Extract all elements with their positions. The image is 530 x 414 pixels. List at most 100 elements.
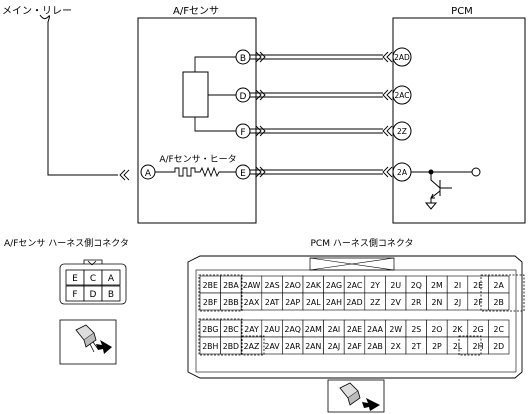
pcm-pin-label: 2AZ <box>244 342 260 351</box>
pcm-pin-label: 2O <box>431 325 442 334</box>
pcm-pin-group-outline <box>458 335 482 356</box>
af-conn-pin-a: A <box>108 274 115 284</box>
pin-a: A <box>140 164 156 180</box>
af-conn-pin-d: D <box>90 290 97 300</box>
pcm-pin-label: 2AU <box>264 325 280 334</box>
pcm-pin-label: 2I <box>454 281 461 290</box>
svg-text:2AD: 2AD <box>394 53 410 62</box>
pcm-pin-label: 2AS <box>264 281 279 290</box>
af-conn-pin-c: C <box>90 274 96 284</box>
af-heater-label: A/Fセンサ・ヒータ <box>159 154 236 165</box>
pcm-pin-label: 2AX <box>244 298 260 307</box>
af-harness-title: A/Fセンサ ハーネス側コネクタ <box>4 237 129 249</box>
pcm-pin-label: 2AL <box>306 298 321 307</box>
pcm-pin-2ad: 2AD <box>392 47 412 67</box>
af-sensor-box <box>137 17 257 224</box>
pcm-pin-label: 2BC <box>223 325 239 334</box>
pin-e: E <box>235 164 251 180</box>
af-sensor-title: A/Fセンサ <box>173 5 219 17</box>
pcm-pin-label: 2BH <box>202 342 218 351</box>
pcm-pin-group-outline <box>241 335 265 356</box>
pcm-pin-2a: 2A <box>392 162 412 182</box>
pcm-harness-title: PCM ハーネス側コネクタ <box>311 237 414 249</box>
svg-text:2A: 2A <box>397 168 408 177</box>
main-relay-label: メイン・リレー <box>2 6 72 17</box>
pcm-pin-label: 2AR <box>285 342 301 351</box>
pcm-pin-label: 2AN <box>305 342 321 351</box>
sensor-element <box>182 71 209 118</box>
pcm-pin-group-outline <box>198 274 243 312</box>
af-conn-pin-b: B <box>108 290 114 300</box>
pcm-pin-label: 2M <box>431 281 443 290</box>
pcm-pin-label: 2AY <box>244 325 259 334</box>
pcm-pin-2ac: 2AC <box>392 85 412 105</box>
pcm-pin-label: 2X <box>391 342 402 351</box>
pcm-pin-label: 2AE <box>347 325 362 334</box>
pin-b: B <box>235 49 251 65</box>
pcm-pin-label: 2L <box>453 342 463 351</box>
pcm-pin-label: 2K <box>452 325 463 334</box>
af-connector-view-icon <box>59 319 117 365</box>
pcm-pin-label: 2V <box>391 298 402 307</box>
pin-d: D <box>235 87 251 103</box>
pcm-pin-cell <box>488 292 510 311</box>
pcm-pin-label: 2P <box>432 342 442 351</box>
pcm-pin-label: 2E <box>473 281 483 290</box>
pcm-pin-label: 2AA <box>367 325 384 334</box>
pcm-pin-label: 2AQ <box>285 325 301 334</box>
pcm-pin-label: 2BD <box>223 342 239 351</box>
pcm-pin-label: 2BB <box>223 298 239 307</box>
pcm-pin-label: 2A <box>494 281 505 290</box>
pcm-pin-label: 2AK <box>306 281 322 290</box>
pcm-pin-label: 2Z <box>370 298 380 307</box>
driver-transistor <box>411 167 481 210</box>
pcm-pin-label: 2B <box>494 298 504 307</box>
af-conn-pin-f: F <box>72 290 77 300</box>
svg-text:B: B <box>240 54 246 64</box>
svg-text:A: A <box>145 169 152 179</box>
pcm-pin-label: 2AH <box>326 298 342 307</box>
signal-wires <box>250 54 383 175</box>
pin-f: F <box>235 123 251 139</box>
pcm-pin-label: 2T <box>411 342 421 351</box>
svg-text:2Z: 2Z <box>397 127 407 136</box>
pcm-pin-2z: 2Z <box>392 121 412 141</box>
pcm-box <box>392 17 526 224</box>
pcm-pin-label: 2AO <box>285 281 301 290</box>
pcm-pin-label: 2AV <box>265 342 281 351</box>
pcm-pin-label: 2BG <box>202 325 218 334</box>
pcm-pin-label: 2AF <box>347 342 362 351</box>
pcm-pin-label: 2W <box>389 325 402 334</box>
pcm-pin-label: 2AI <box>328 325 341 334</box>
pcm-pin-label: 2G <box>473 325 484 334</box>
pcm-pin-label: 2AB <box>367 342 383 351</box>
pcm-pin-label: 2AD <box>346 298 362 307</box>
pcm-pin-label: 2AG <box>326 281 342 290</box>
pcm-pin-label: 2N <box>432 298 443 307</box>
connector-chevrons-pcm <box>382 51 393 178</box>
pcm-pin-label: 2AJ <box>328 342 341 351</box>
pcm-pin-label: 2BA <box>223 281 239 290</box>
pcm-pin-label: 2AM <box>305 325 322 334</box>
connector-chevron-a-left <box>119 169 130 181</box>
pcm-pin-label: 2BF <box>203 298 218 307</box>
pcm-pin-label: 2Y <box>370 281 380 290</box>
pcm-pin-label: 2BE <box>203 281 218 290</box>
pcm-pin-label: 2Q <box>411 281 422 290</box>
pcm-pin-label: 2U <box>390 281 401 290</box>
svg-text:F: F <box>240 128 245 138</box>
pcm-pin-group-outline <box>480 274 525 312</box>
svg-text:D: D <box>240 92 247 102</box>
svg-text:2AC: 2AC <box>394 91 409 100</box>
pcm-pin-cell <box>488 336 510 355</box>
pcm-title: PCM <box>451 6 473 17</box>
pcm-pin-label: 2R <box>411 298 422 307</box>
pcm-pin-label: 2H <box>473 342 484 351</box>
pcm-pin-label: 2S <box>411 325 421 334</box>
pcm-pin-label: 2D <box>493 342 504 351</box>
af-connector: E C A F D B <box>59 259 127 305</box>
main-relay-wire <box>39 14 118 176</box>
